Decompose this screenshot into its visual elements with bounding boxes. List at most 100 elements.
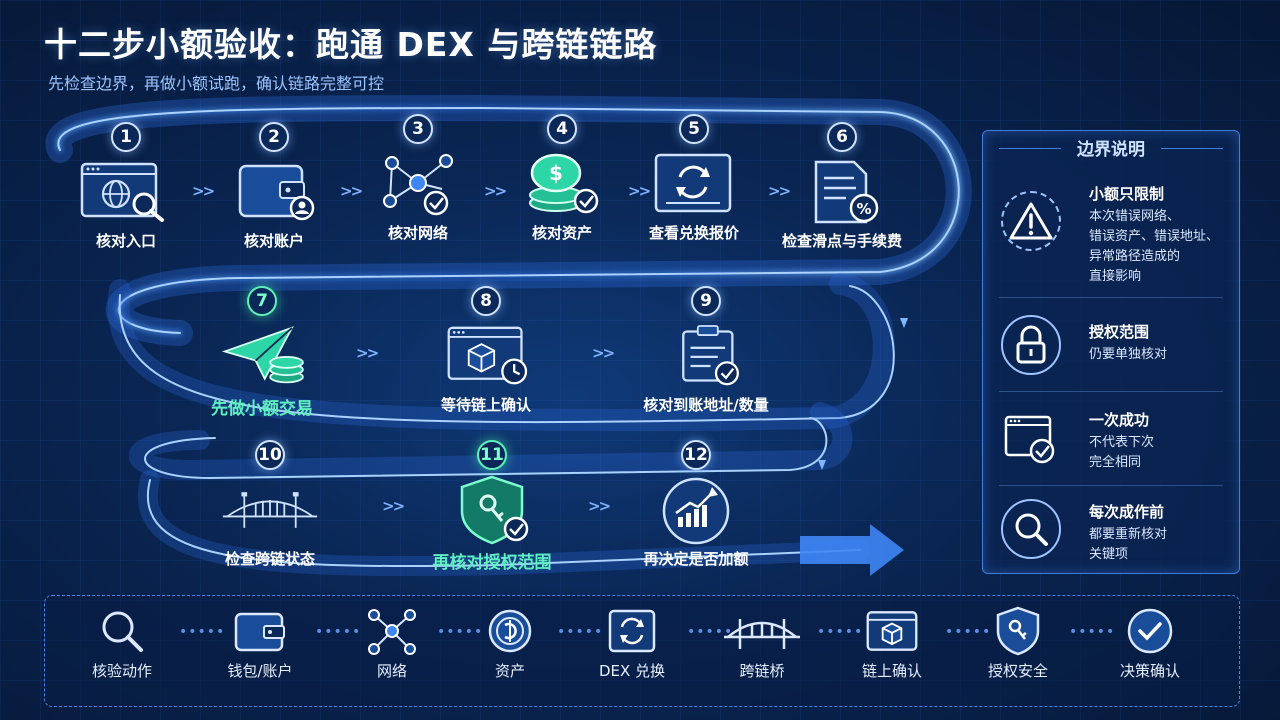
step-7: 7 先做小额交易 [182, 286, 342, 419]
block-clock-icon [436, 322, 536, 390]
legend-item-onchain: 链上确认 [837, 606, 947, 681]
step-1: 1 核对入口 [46, 122, 206, 251]
legend-label: 授权安全 [987, 662, 1048, 680]
boundary-item-head: 一次成功 [1089, 411, 1150, 429]
boundary-item-head: 小额只限制 [1089, 185, 1165, 203]
boundary-item-desc: 都要重新核对 关键项 [1089, 527, 1168, 562]
boundary-item-text: 授权范围 仍要单独核对 [1089, 321, 1239, 365]
flow-arrow-icon: >> [592, 344, 615, 362]
step-8: 8 等待链上确认 [406, 286, 566, 415]
step-9: 9 核对到账地址/数量 [626, 286, 786, 415]
step-number: 5 [679, 114, 709, 144]
warning-icon [1001, 191, 1061, 251]
step-label: 等待链上确认 [440, 396, 531, 414]
boundary-item-head: 授权范围 [1089, 323, 1150, 341]
step-label: 再决定是否加额 [643, 550, 749, 568]
flow-arrow-icon: >> [628, 182, 651, 200]
bridge-icon [220, 476, 320, 544]
divider [999, 297, 1223, 298]
boundary-item-approval: 授权范围 仍要单独核对 [997, 311, 1233, 381]
step-number: 12 [681, 440, 711, 470]
step-number: 1 [111, 122, 141, 152]
legend-label: 决策确认 [1119, 662, 1180, 680]
legend-label: 链上确认 [861, 662, 922, 680]
step-number: 8 [471, 286, 501, 316]
svg-text:$: $ [549, 161, 563, 185]
document-percent-icon: % [792, 158, 892, 226]
page-title: 十二步小额验收：跑通 DEX 与跨链链路 [44, 25, 658, 64]
flow-arrow-icon: >> [382, 497, 405, 515]
block-icon [864, 606, 920, 656]
step-label: 核对账户 [243, 232, 304, 250]
flow-arrow-icon: >> [484, 182, 507, 200]
swap-icon [604, 606, 660, 656]
step-11: 11 再核对授权范围 [412, 440, 572, 573]
step-6: 6 % 检查滑点与手续费 [762, 122, 922, 251]
legend-label: 核验动作 [91, 662, 152, 680]
step-label: 核对到账地址/数量 [643, 396, 769, 414]
legend-item-verify: 核验动作 [67, 606, 177, 681]
flow-arrow-icon: >> [340, 182, 363, 200]
legend-item-network: 网络 [337, 606, 447, 681]
legend-item-decision: 决策确认 [1095, 606, 1205, 681]
legend-label: 钱包/账户 [227, 662, 293, 680]
step-number: 9 [691, 286, 721, 316]
step-number: 7 [247, 286, 277, 316]
step-3: 3 核对网络 [338, 114, 498, 243]
coin-icon [482, 606, 538, 656]
step-5: 5 查看兑换报价 [614, 114, 774, 243]
boundary-item-success: 一次成功 不代表下次 完全相同 [997, 405, 1233, 479]
legend-label: 资产 [494, 662, 525, 680]
step-number: 2 [259, 122, 289, 152]
step-number: 10 [255, 440, 285, 470]
divider [999, 148, 1061, 149]
divider [999, 485, 1223, 486]
swap-quote-icon [644, 150, 744, 218]
wallet-user-icon [224, 158, 324, 226]
boundary-item-head: 每次成作前 [1089, 503, 1165, 521]
legend-label: 跨链桥 [739, 662, 785, 680]
boundary-item-text: 每次成作前 都要重新核对 关键项 [1089, 501, 1239, 565]
boundary-panel: 边界说明 小额只限制 本次错误网络、 错误资产、错误地址、 异常路径造成的 直接… [982, 130, 1240, 574]
boundary-item-desc: 仍要单独核对 [1089, 347, 1168, 362]
legend-item-bridge: 跨链桥 [707, 606, 817, 681]
step-2: 2 核对账户 [194, 122, 354, 251]
divider [1161, 148, 1223, 149]
legend-item-security: 授权安全 [963, 606, 1073, 681]
legend-item-asset: 资产 [455, 606, 565, 681]
step-number: 6 [827, 122, 857, 152]
paper-plane-coins-icon [212, 322, 312, 390]
shield-key-icon [990, 606, 1046, 656]
step-label: 核对网络 [387, 224, 448, 242]
step-10: 10 检查跨链状态 [190, 440, 350, 569]
step-label: 再核对授权范围 [432, 553, 552, 573]
bridge-icon [722, 606, 802, 656]
svg-text:%: % [856, 200, 871, 218]
step-label: 检查跨链状态 [224, 550, 315, 568]
boundary-item-desc: 不代表下次 完全相同 [1089, 435, 1155, 470]
step-number: 3 [403, 114, 433, 144]
step-label: 先做小额交易 [211, 399, 313, 419]
legend-label: 网络 [376, 662, 407, 680]
step-label: 检查滑点与手续费 [781, 232, 902, 250]
boundary-item-desc: 本次错误网络、 错误资产、错误地址、 异常路径造成的 直接影响 [1089, 209, 1220, 284]
step-number: 4 [547, 114, 577, 144]
boundary-item-small-amount: 小额只限制 本次错误网络、 错误资产、错误地址、 异常路径造成的 直接影响 [997, 183, 1233, 284]
step-label: 核对资产 [531, 224, 592, 242]
step-label: 核对入口 [95, 232, 156, 250]
page-subtitle: 先检查边界，再做小额试跑，确认链路完整可控 [48, 74, 385, 93]
clipboard-check-icon [656, 322, 756, 390]
step-number: 11 [477, 440, 507, 470]
network-check-icon [368, 150, 468, 218]
step-12: 12 再决定是否加额 [616, 440, 776, 569]
shield-key-check-icon [442, 475, 542, 545]
lock-icon [1001, 315, 1061, 375]
boundary-item-recheck: 每次成作前 都要重新核对 关键项 [997, 497, 1233, 567]
legend-item-dex: DEX 兑换 [577, 606, 687, 681]
check-circle-icon [1122, 606, 1178, 656]
flow-arrow-icon: >> [768, 182, 791, 200]
divider [999, 391, 1223, 392]
step-label: 查看兑换报价 [648, 224, 739, 242]
search-icon [94, 606, 150, 656]
